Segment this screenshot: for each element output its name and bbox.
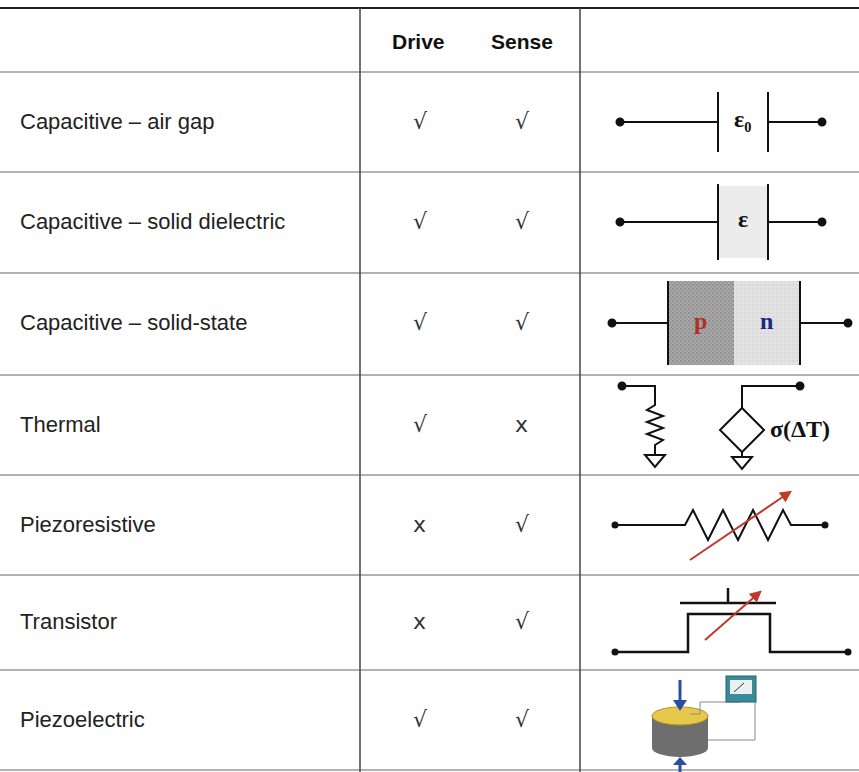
table-grid <box>0 8 859 772</box>
table-mark: √ <box>413 707 427 732</box>
table-mark: x <box>515 412 528 437</box>
capacitor-symbol <box>617 92 826 152</box>
column-header: Drive <box>392 30 445 54</box>
transistor-symbol <box>612 588 852 656</box>
table-mark: √ <box>515 310 529 335</box>
row-name: Capacitive – solid dielectric <box>20 209 285 234</box>
dielectric-capacitor-symbol <box>617 184 826 260</box>
column-header: Sense <box>491 30 553 54</box>
piezo-disc-illustration <box>652 676 756 772</box>
table-mark: √ <box>413 412 427 437</box>
table-mark: √ <box>413 310 427 335</box>
permittivity-symbol: ε₀ <box>734 106 751 134</box>
table-mark: √ <box>515 609 529 634</box>
source-function-label: σ(ΔT) <box>770 416 830 444</box>
pn-junction-symbol <box>609 281 852 365</box>
table-mark: √ <box>515 109 529 134</box>
doping-label: p <box>694 308 707 336</box>
table-mark: x <box>413 512 426 537</box>
permittivity-symbol: ε <box>738 206 748 234</box>
table-mark: √ <box>413 109 427 134</box>
row-name: Capacitive – solid-state <box>20 310 247 335</box>
row-name: Capacitive – air gap <box>20 109 214 134</box>
doping-label: n <box>760 308 773 336</box>
table-mark: √ <box>515 707 529 732</box>
table-mark: √ <box>515 512 529 537</box>
row-name: Thermal <box>20 412 101 437</box>
variable-resistor-symbol <box>612 492 829 560</box>
row-name: Piezoresistive <box>20 512 156 537</box>
table-mark: √ <box>515 209 529 234</box>
table-mark: √ <box>413 209 427 234</box>
row-name: Transistor <box>20 609 117 634</box>
row-name: Piezoelectric <box>20 707 145 732</box>
table-mark: x <box>413 609 426 634</box>
